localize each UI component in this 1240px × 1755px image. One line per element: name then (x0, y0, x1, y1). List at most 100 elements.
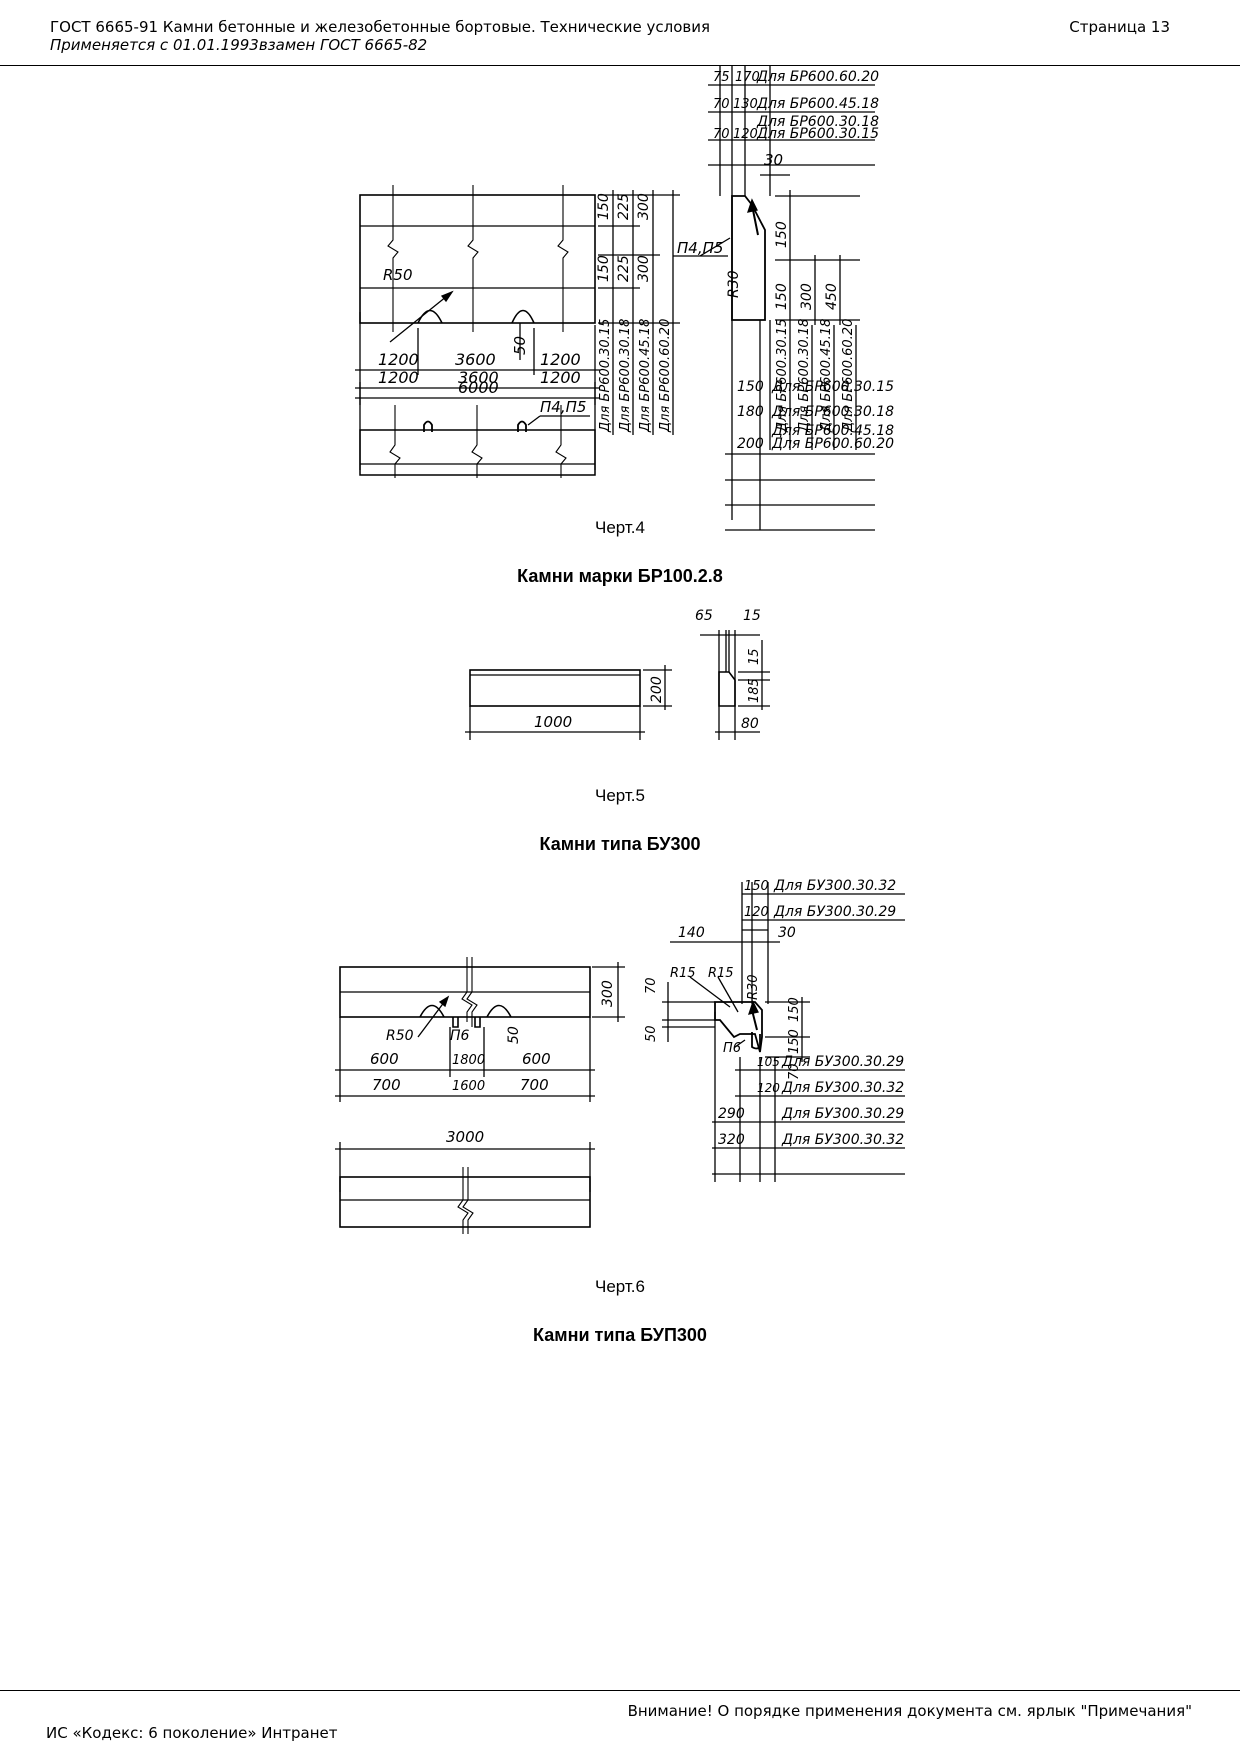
fig6-sec-70a: 70 (644, 977, 659, 994)
fig6-sec-loop: П6 (723, 1041, 741, 1056)
fig4-dim-1: 1200 (378, 350, 419, 369)
fig6-bot-v4: 320 (718, 1132, 745, 1148)
fig4-sec-150b: 150 (774, 283, 790, 310)
fig4-sec-col-label-2: Для БР600.30.18 (797, 319, 812, 433)
fig6-bot-t1: Для БУ300.30.29 (781, 1054, 904, 1070)
fig5-sec-65: 65 (695, 608, 713, 624)
fig4-bot-v2: 180 (737, 404, 764, 420)
fig4-col-label-1: Для БР600.30.15 (598, 319, 613, 433)
fig4-top-a2: 70 (713, 97, 730, 112)
fig6-notch: 50 (506, 1026, 522, 1044)
figure-4-caption: Черт.4 (595, 518, 645, 537)
fig6-plan-view (335, 957, 625, 1102)
fig6-loop: П6 (450, 1028, 470, 1044)
fig4-bot-t4: Для БР600.60.20 (771, 436, 894, 452)
header-rule (0, 65, 1240, 66)
document-validity: Применяется с 01.01.1993взамен ГОСТ 6665… (50, 36, 428, 54)
fig4-bot-dim-2: 3600 (458, 368, 499, 387)
fig4-sec-300: 300 (799, 283, 815, 310)
figure-5-caption: Черт.5 (595, 786, 645, 805)
fig4-h-225b: 225 (616, 255, 632, 282)
fig4-bot-t1: Для БР600.30.15 (771, 379, 894, 395)
fig4-bot-t3: Для БР600.45.18 (771, 423, 894, 439)
section-title-bup300: Камни типа БУП300 (533, 1325, 707, 1345)
fig6-bot-v3: 290 (718, 1106, 745, 1122)
fig5-section-view (700, 630, 770, 740)
fig6-sec-150b: 150 (787, 1029, 802, 1054)
fig6-dim-600a: 600 (370, 1050, 399, 1068)
fig6-bot-t2: Для БУ300.30.32 (781, 1080, 904, 1096)
fig4-top-b1: 170 (735, 70, 760, 85)
fig6-top-v1: 150 (744, 879, 769, 894)
fig5-sec-80: 80 (741, 716, 759, 732)
fig6-dim-700b: 700 (520, 1076, 549, 1094)
fig4-height-dims (598, 190, 680, 435)
fig4-section-view (708, 65, 875, 531)
fig6-sec-r30: R30 (746, 974, 761, 1000)
fig4-sec-r30: R30 (726, 270, 742, 298)
fig4-bot-t2: Для БР600.30.18 (771, 404, 894, 420)
fig6-bottom-view (335, 1142, 595, 1234)
fig5-length: 1000 (534, 713, 572, 731)
fig4-top-a4: 70 (713, 127, 730, 142)
section-title-bu300: Камни типа БУ300 (539, 834, 701, 854)
fig6-sec-150a: 150 (787, 997, 802, 1022)
fig6-sec-r15b: R15 (708, 966, 734, 981)
fig4-h-150b: 150 (596, 255, 612, 282)
fig6-bot-t3: Для БУ300.30.29 (781, 1106, 904, 1122)
fig4-col-label-2: Для БР600.30.18 (618, 319, 633, 433)
fig4-col-label-3: Для БР600.45.18 (638, 319, 653, 433)
fig4-top-t2: Для БР600.45.18 (756, 96, 879, 112)
fig4-h-300a: 300 (636, 193, 652, 220)
footer-rule (0, 1690, 1240, 1691)
fig4-sec-col-label-3: Для БР600.45.18 (819, 319, 834, 433)
fig6-sec-r15a: R15 (670, 966, 696, 981)
fig4-dim-2: 3600 (455, 350, 496, 369)
fig4-sec-col-label-1: Для БР600.30.15 (775, 319, 790, 433)
fig4-bot-dim-1: 1200 (378, 368, 419, 387)
fig6-bot-v1: 105 (757, 1055, 780, 1069)
fig6-bot-t4: Для БУ300.30.32 (781, 1132, 904, 1148)
fig4-bot-v1: 150 (737, 379, 764, 395)
fig4-top-b2: 130 (733, 97, 758, 112)
fig6-top-v2: 120 (744, 905, 769, 920)
fig6-section-view (662, 882, 905, 1182)
fig4-bottom-view (355, 382, 600, 478)
fig6-dim-700a: 700 (372, 1076, 401, 1094)
fig4-sec-150a: 150 (774, 221, 790, 248)
fig5-sec-15b: 15 (747, 648, 762, 665)
fig4-bot-dim-3: 1200 (540, 368, 581, 387)
footer-system: ИС «Кодекс: 6 поколение» Интранет (46, 1724, 338, 1742)
fig4-h-300b: 300 (636, 255, 652, 282)
fig4-sec-30: 30 (764, 151, 783, 169)
fig4-top-b4: 120 (733, 127, 758, 142)
fig4-col-label-4: Для БР600.60.20 (658, 319, 673, 433)
fig6-sec-50: 50 (644, 1025, 659, 1042)
fig6-bot-v2: 120 (757, 1081, 780, 1095)
document-title: ГОСТ 6665-91 Камни бетонные и железобето… (50, 18, 710, 36)
fig6-sec-30: 30 (778, 925, 796, 941)
fig4-dim-3: 1200 (540, 350, 581, 369)
fig6-length: 3000 (446, 1128, 484, 1146)
fig4-h-225a: 225 (616, 193, 632, 220)
fig4-radius: R50 (383, 266, 413, 284)
fig6-dim-1600: 1600 (452, 1079, 485, 1094)
fig5-sec-185: 185 (747, 678, 762, 703)
figure-6-drawing: R50 П6 50 300 600 1800 600 700 1600 700 (335, 878, 905, 1234)
fig4-top-t3: Для БР600.30.18 (756, 114, 879, 130)
fig6-height: 300 (600, 980, 616, 1007)
fig6-radius: R50 (386, 1028, 414, 1044)
fig5-plan-view (465, 665, 672, 740)
footer-note: Внимание! О порядке применения документа… (627, 1702, 1192, 1720)
fig5-height: 200 (649, 676, 665, 703)
fig6-dim-600b: 600 (522, 1050, 551, 1068)
fig4-bot-loops: П4,П5 (540, 398, 586, 416)
fig4-bot-v4: 200 (737, 436, 764, 452)
section-title-br100: Камни марки БР100.2.8 (517, 566, 723, 586)
fig4-top-a1: 75 (713, 70, 730, 85)
fig5-sec-15a: 15 (743, 608, 761, 624)
fig4-top-t4: Для БР600.30.15 (756, 126, 879, 142)
page-number: Страница 13 (1069, 18, 1170, 36)
fig4-top-t1: Для БР600.60.20 (756, 69, 879, 85)
figure-6-caption: Черт.6 (595, 1277, 645, 1296)
